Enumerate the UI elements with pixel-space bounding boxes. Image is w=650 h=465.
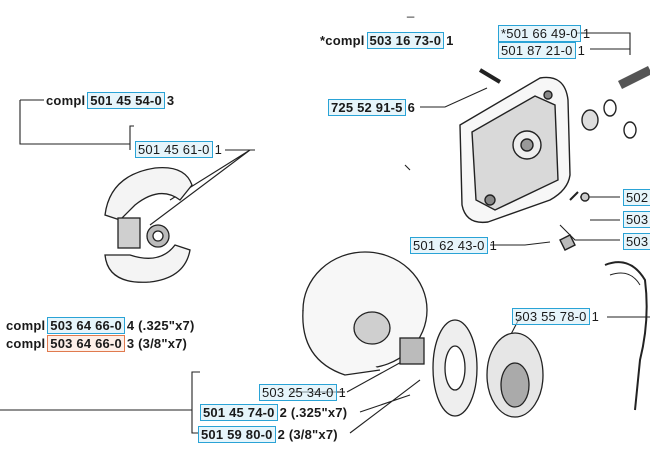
part-number-box[interactable]: 501 45 54-0: [87, 92, 165, 109]
chain-guide-drawing: [604, 261, 648, 411]
part-number-box[interactable]: 503 16 73-0: [366, 32, 445, 49]
part-number-box[interactable]: 501 45 61-0: [135, 141, 213, 158]
part-number-box[interactable]: *501 66 49-0: [498, 25, 581, 42]
small-mark: _: [407, 3, 415, 18]
part-number-box[interactable]: 503 55 78-0: [512, 308, 590, 325]
part-number-box[interactable]: 503 25 34-0: [259, 384, 337, 401]
part-number-box[interactable]: 501 59 80-0: [198, 426, 276, 443]
part-label-right-1: 502: [621, 189, 650, 206]
part-number-box[interactable]: 501 62 43-0: [410, 237, 488, 254]
leader-lines: [19, 99, 252, 226]
clutch-shoes-drawing: [104, 166, 193, 283]
part-number-box[interactable]: 503: [623, 233, 650, 250]
part-number-box[interactable]: 501 87 21-0: [498, 42, 576, 59]
clutch-drum-drawing: [302, 251, 544, 418]
part-label-right-3: 503: [621, 233, 650, 250]
part-number-box[interactable]: 502: [623, 189, 650, 206]
part-label-right-2: 503: [621, 211, 650, 228]
part-number-box[interactable]: 503: [623, 211, 650, 228]
cover-plate-drawing: [459, 65, 650, 251]
part-number-box[interactable]: 725 52 91-5: [328, 99, 406, 116]
part-number-box[interactable]: 503 64 66-0: [47, 317, 125, 334]
part-number-box-highlighted[interactable]: 503 64 66-0: [47, 335, 125, 352]
part-number-box[interactable]: 501 45 74-0: [200, 404, 278, 421]
